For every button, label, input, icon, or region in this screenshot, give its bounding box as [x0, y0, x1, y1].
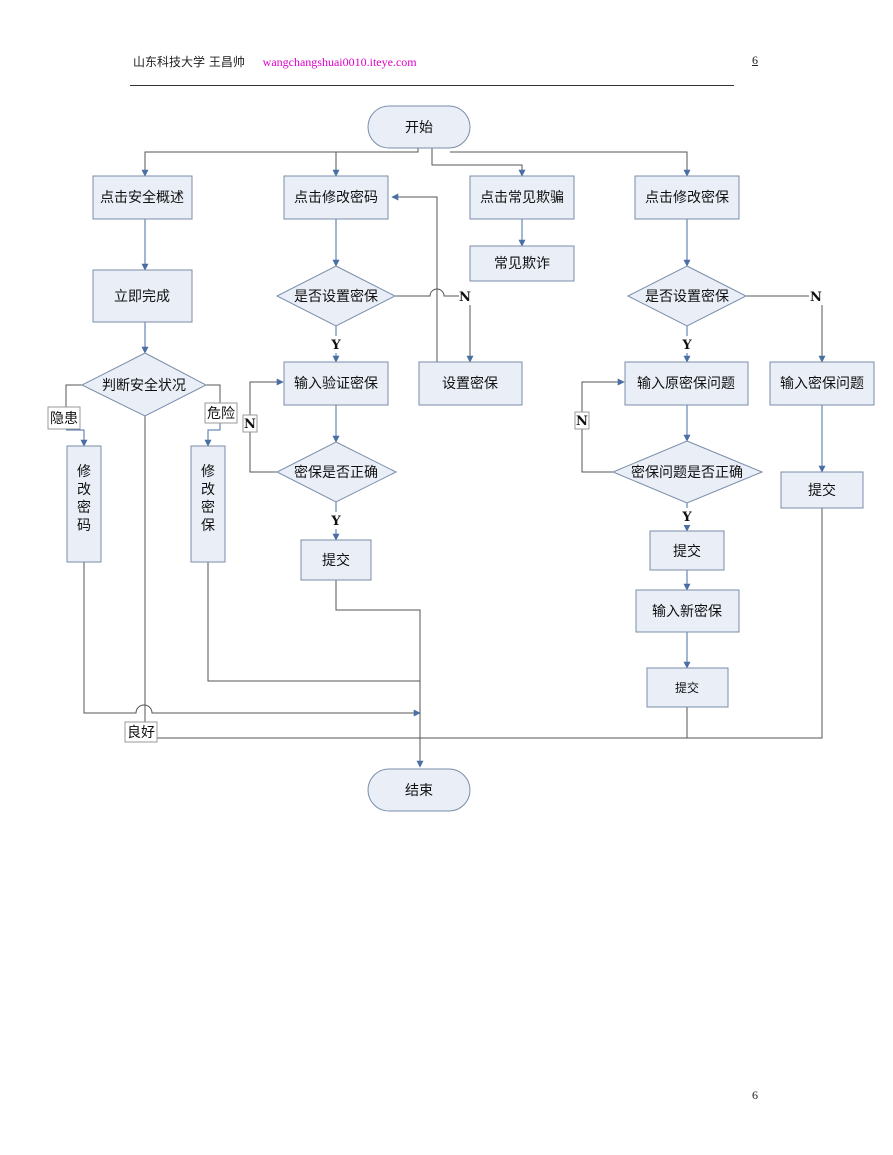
process-click-change-password: 点击修改密码 — [283, 175, 389, 220]
svg-text:输入验证密保: 输入验证密保 — [294, 375, 378, 392]
svg-text:立即完成: 立即完成 — [114, 289, 170, 305]
label-no: N — [574, 411, 590, 430]
process-click-security-overview: 点击安全概述 — [92, 175, 193, 220]
svg-text:是否设置密保: 是否设置密保 — [294, 288, 378, 305]
process-click-common-fraud: 点击常见欺骗 — [469, 175, 575, 220]
connector — [431, 148, 526, 177]
vertical-text: 修改密码 — [77, 464, 91, 534]
connector — [450, 151, 691, 177]
label-yes: Y — [680, 508, 694, 525]
svg-text:提交: 提交 — [808, 482, 836, 499]
decision-question-correct: 密保问题是否正确 — [611, 440, 764, 504]
process-input-security-question: 输入密保问题 — [769, 361, 875, 406]
label-danger: 危险 — [204, 402, 238, 424]
svg-text:密保问题是否正确: 密保问题是否正确 — [631, 464, 743, 481]
label-no: N — [809, 288, 823, 305]
connector — [335, 580, 424, 768]
process-submit-final: 提交 — [646, 667, 729, 708]
connector — [204, 422, 221, 447]
label-no: N — [242, 414, 258, 433]
svg-text:N: N — [459, 290, 471, 305]
header-page-number: 6 — [752, 53, 758, 67]
header-link[interactable]: wangchangshuai0010.iteye.com — [262, 55, 417, 69]
svg-text:判断安全状况: 判断安全状况 — [102, 377, 186, 394]
decision-is-security-set-2: 是否设置密保 — [626, 265, 748, 327]
svg-text:N: N — [244, 417, 256, 432]
header-author: 山东科技大学 王昌帅 — [133, 55, 245, 69]
svg-text:是否设置密保: 是否设置密保 — [645, 288, 729, 305]
process-submit-right: 提交 — [780, 471, 864, 509]
connector — [332, 151, 418, 177]
header-divider — [130, 85, 734, 86]
svg-text:点击安全概述: 点击安全概述 — [100, 189, 184, 206]
connector — [395, 288, 474, 363]
process-common-fraud: 常见欺诈 — [469, 245, 575, 282]
svg-text:点击修改密码: 点击修改密码 — [294, 189, 378, 206]
connector — [207, 562, 420, 682]
svg-text:Y: Y — [681, 338, 692, 353]
connector — [83, 562, 421, 717]
process-input-original-question: 输入原密保问题 — [624, 361, 749, 406]
label-yes: Y — [329, 336, 343, 353]
svg-text:提交: 提交 — [322, 552, 350, 569]
svg-text:Y: Y — [681, 510, 692, 525]
start-terminal: 开始 — [367, 105, 471, 149]
process-submit-password: 提交 — [300, 539, 372, 581]
connector — [391, 193, 438, 362]
process-click-change-security: 点击修改密保 — [634, 175, 740, 220]
svg-text:提交: 提交 — [673, 543, 701, 560]
connector — [65, 384, 82, 407]
svg-text:提交: 提交 — [675, 680, 699, 695]
end-label: 结束 — [405, 783, 433, 799]
connector — [141, 148, 419, 177]
decision-is-security-set: 是否设置密保 — [275, 265, 397, 327]
connector — [687, 508, 823, 739]
svg-text:输入密保问题: 输入密保问题 — [780, 375, 864, 392]
connector — [66, 429, 88, 447]
svg-text:点击修改密保: 点击修改密保 — [645, 189, 729, 206]
process-input-new-security: 输入新密保 — [635, 589, 740, 633]
svg-text:N: N — [810, 290, 822, 305]
svg-text:输入新密保: 输入新密保 — [652, 603, 722, 620]
svg-text:常见欺诈: 常见欺诈 — [494, 256, 550, 272]
end-terminal: 结束 — [367, 768, 471, 812]
svg-text:输入原密保问题: 输入原密保问题 — [637, 375, 735, 392]
svg-text:危险: 危险 — [207, 406, 235, 422]
decision-is-security-correct: 密保是否正确 — [275, 441, 398, 503]
connector — [420, 707, 688, 739]
svg-text:设置密保: 设置密保 — [442, 375, 498, 392]
svg-text:密保是否正确: 密保是否正确 — [294, 464, 378, 481]
process-change-password-vertical: 修改密码 — [66, 445, 102, 563]
connector — [206, 384, 221, 405]
process-complete-now: 立即完成 — [92, 269, 193, 323]
decision-judge-security: 判断安全状况 — [80, 352, 208, 417]
label-no: N — [459, 288, 472, 305]
svg-text:良好: 良好 — [127, 725, 155, 741]
label-hidden-risk: 隐患 — [47, 406, 81, 430]
svg-text:Y: Y — [330, 514, 341, 529]
connector — [746, 295, 826, 363]
process-set-security: 设置密保 — [418, 361, 523, 406]
start-label: 开始 — [405, 120, 433, 136]
svg-text:隐患: 隐患 — [50, 411, 78, 427]
label-yes: Y — [329, 512, 343, 529]
process-change-security-vertical: 修改密保 — [190, 445, 226, 563]
process-submit-question: 提交 — [649, 530, 725, 571]
svg-text:点击常见欺骗: 点击常见欺骗 — [480, 190, 564, 206]
process-input-verify-security: 输入验证密保 — [283, 361, 389, 406]
vertical-text: 修改密保 — [201, 464, 215, 534]
label-good: 良好 — [124, 721, 158, 743]
page-header: 山东科技大学 王昌帅 wangchangshuai0010.iteye.com — [133, 53, 417, 70]
footer-page-number: 6 — [752, 1088, 758, 1102]
svg-text:N: N — [576, 414, 588, 429]
svg-text:Y: Y — [330, 338, 341, 353]
label-yes: Y — [680, 336, 694, 353]
